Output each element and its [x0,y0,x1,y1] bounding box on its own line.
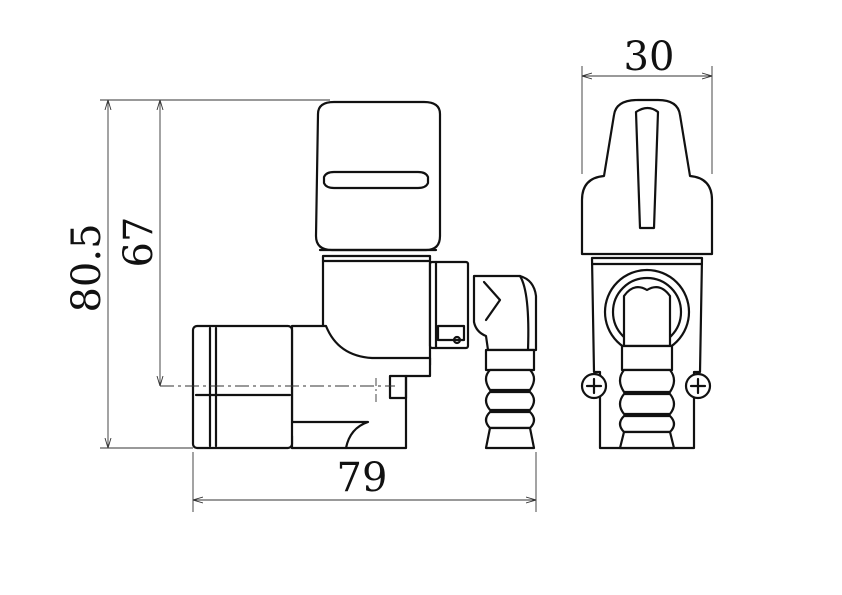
dim-label-outlet-height: 67 [116,217,162,268]
side-barb [618,344,676,450]
dim-label-overall-height: 80.5 [64,223,110,312]
handle-cap [314,100,442,252]
handle-indicator [634,106,660,230]
outlet-elbow [472,274,538,352]
dim-label-overall-length: 79 [337,455,388,501]
screw-right [684,372,712,400]
screw-left [580,372,608,400]
side-view [580,66,714,450]
side-handle [580,98,714,256]
front-view [100,99,538,512]
handle-grip-slot [322,170,430,190]
dim-label-width: 30 [624,34,675,80]
inlet-nut [191,324,294,450]
hose-barb [484,348,536,450]
